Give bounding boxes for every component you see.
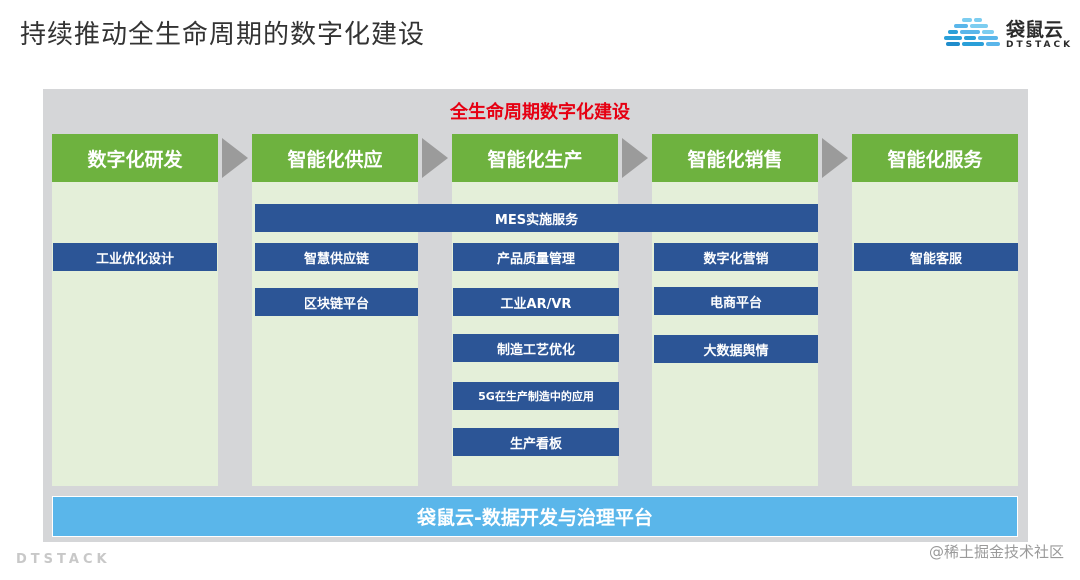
item-quality-management: 产品质量管理	[453, 243, 619, 271]
arrow-right-icon	[222, 138, 248, 178]
mes-service-bar: MES实施服务	[255, 204, 818, 232]
item-industrial-arvr: 工业AR/VR	[453, 288, 619, 316]
column-body-supply	[252, 182, 418, 486]
watermark-text: @稀土掘金技术社区	[928, 543, 1064, 561]
item-industrial-design: 工业优化设计	[53, 243, 217, 271]
dtstack-logo: 袋鼠云 DTSTACK	[944, 14, 1070, 54]
item-smart-supply-chain: 智慧供应链	[255, 243, 418, 271]
logo-name: 袋鼠云	[1006, 19, 1064, 41]
column-header-sales: 智能化销售	[652, 134, 818, 182]
cloud-logo-icon	[944, 18, 1000, 46]
data-platform-bar: 袋鼠云-数据开发与治理平台	[52, 496, 1018, 537]
item-ecommerce-platform: 电商平台	[654, 287, 818, 315]
column-header-supply: 智能化供应	[252, 134, 418, 182]
diagram-title: 全生命周期数字化建设	[450, 102, 630, 123]
column-body-sales	[652, 182, 818, 486]
item-bigdata-sentiment: 大数据舆情	[654, 335, 818, 363]
page-title: 持续推动全生命周期的数字化建设	[20, 20, 426, 50]
column-body-rd	[52, 182, 218, 486]
column-header-production: 智能化生产	[452, 134, 618, 182]
item-smart-customer-service: 智能客服	[854, 243, 1018, 271]
column-header-rd: 数字化研发	[52, 134, 218, 182]
arrow-right-icon	[422, 138, 448, 178]
item-digital-marketing: 数字化营销	[654, 243, 818, 271]
item-process-optimization: 制造工艺优化	[453, 334, 619, 362]
item-5g-application: 5G在生产制造中的应用	[453, 382, 619, 410]
footer-brand: DTSTACK	[16, 552, 111, 567]
item-blockchain-platform: 区块链平台	[255, 288, 418, 316]
column-body-service	[852, 182, 1018, 486]
arrow-right-icon	[822, 138, 848, 178]
item-production-board: 生产看板	[453, 428, 619, 456]
logo-subtitle: DTSTACK	[1006, 40, 1074, 50]
arrow-right-icon	[622, 138, 648, 178]
column-header-service: 智能化服务	[852, 134, 1018, 182]
